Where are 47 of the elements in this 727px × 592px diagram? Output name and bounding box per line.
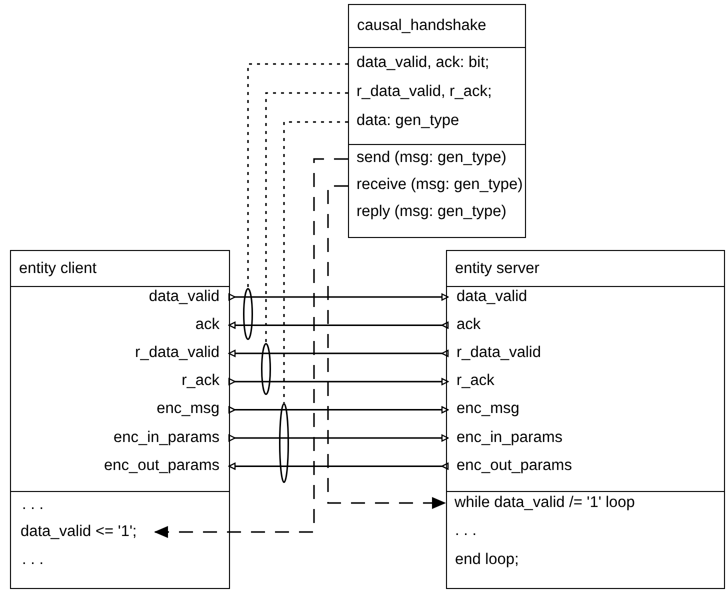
- member-text: enc_out_params: [448, 452, 668, 479]
- member-text: enc_msg: [448, 396, 668, 422]
- signal-line: [228, 378, 449, 386]
- code-text: . . .: [22, 550, 44, 570]
- signal-line: [228, 350, 449, 357]
- signal-line: [228, 434, 449, 442]
- member-text: r_ack: [448, 368, 668, 394]
- signal-line: [228, 406, 449, 414]
- member-text: receive (msg: gen_type): [348, 172, 526, 200]
- member-text: reply (msg: gen_type): [348, 198, 526, 226]
- port-label: data_valid: [12, 284, 228, 310]
- dotted-line: [265, 92, 348, 343]
- box-title: entity server: [455, 259, 540, 279]
- signal-group-ellipse: [279, 403, 289, 483]
- port-label: r_ack: [12, 368, 228, 394]
- code-text: end loop;: [455, 550, 519, 570]
- member-text: ack: [448, 312, 668, 338]
- code-text: . . .: [22, 495, 44, 515]
- member-text: data_valid, ack: bit;: [348, 50, 526, 78]
- class-box: [348, 4, 526, 238]
- class-box: [446, 250, 725, 589]
- box-title: causal_handshake: [357, 16, 486, 36]
- member-text: data: gen_type: [348, 108, 526, 136]
- signal-line: [228, 293, 449, 301]
- signal-group-ellipse: [243, 288, 253, 340]
- member-text: send (msg: gen_type): [348, 144, 526, 172]
- box-title: entity client: [19, 259, 97, 279]
- member-text: enc_in_params: [448, 424, 668, 450]
- signal-group-ellipse: [261, 343, 271, 395]
- member-text: data_valid <= '1';: [12, 518, 154, 544]
- code-text: . . .: [455, 521, 477, 541]
- port-label: enc_msg: [12, 396, 228, 422]
- dashed-arrow: [154, 158, 348, 538]
- port-label: enc_in_params: [12, 424, 228, 450]
- signal-line: [228, 322, 449, 329]
- dotted-line: [247, 63, 348, 288]
- class-box: [10, 250, 230, 589]
- port-label: ack: [12, 312, 228, 338]
- member-text: r_data_valid: [448, 340, 668, 366]
- port-label: enc_out_params: [12, 452, 228, 479]
- member-text: r_data_valid, r_ack;: [348, 78, 526, 106]
- member-text: while data_valid /= '1' loop: [446, 490, 722, 516]
- dashed-arrow: [327, 185, 446, 509]
- dotted-line: [283, 121, 348, 403]
- member-text: data_valid: [448, 284, 668, 310]
- port-label: r_data_valid: [12, 340, 228, 366]
- signal-line: [228, 462, 449, 470]
